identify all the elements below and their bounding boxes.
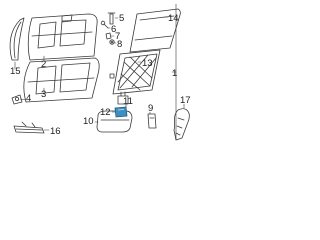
part-10-cushion	[96, 110, 133, 133]
callout-3: 3	[41, 89, 46, 100]
callout-14: 14	[168, 13, 179, 24]
callout-2: 2	[41, 59, 46, 70]
part-2-seatback-cover	[27, 13, 98, 61]
part-14-rear-panel	[129, 8, 181, 53]
part-13-seatback-frame	[109, 49, 161, 95]
part-4-bracket	[11, 94, 23, 105]
callout-11: 11	[123, 96, 133, 107]
callout-7: 7	[115, 31, 120, 42]
part-5-bolt	[107, 12, 116, 25]
callout-9: 9	[148, 103, 153, 114]
part-6-screw	[100, 20, 109, 29]
callout-8: 8	[117, 39, 122, 50]
part-8-nut	[109, 39, 115, 45]
callout-5: 5	[119, 13, 124, 24]
part-9-bracket	[147, 113, 157, 129]
leader-lines	[14, 3, 185, 141]
callout-6: 6	[111, 24, 116, 35]
part-11-guide	[117, 91, 129, 105]
callout-13: 13	[142, 58, 153, 69]
part-17-side-cover	[173, 108, 190, 141]
part-3-seatback-pad	[23, 57, 100, 103]
part-16-trim-strip	[13, 121, 45, 134]
part-15-side-bolster	[9, 17, 25, 61]
callout-16: 16	[50, 126, 61, 137]
callout-1: 1	[172, 68, 177, 79]
part-12-highlighted-module	[114, 106, 128, 118]
parts-diagram: 1 2 3 4 5 6 7 8 9 10 11 12 13 14 15 16 1…	[0, 0, 200, 147]
callout-12: 12	[100, 107, 111, 118]
callout-15: 15	[10, 66, 21, 77]
callout-17: 17	[180, 95, 191, 106]
callout-4: 4	[26, 93, 31, 104]
callout-10: 10	[83, 116, 94, 127]
part-7-clip	[105, 32, 112, 40]
exploded-view: 1 2 3 4 5 6 7 8 9 10 11 12 13 14 15 16 1…	[9, 3, 191, 141]
